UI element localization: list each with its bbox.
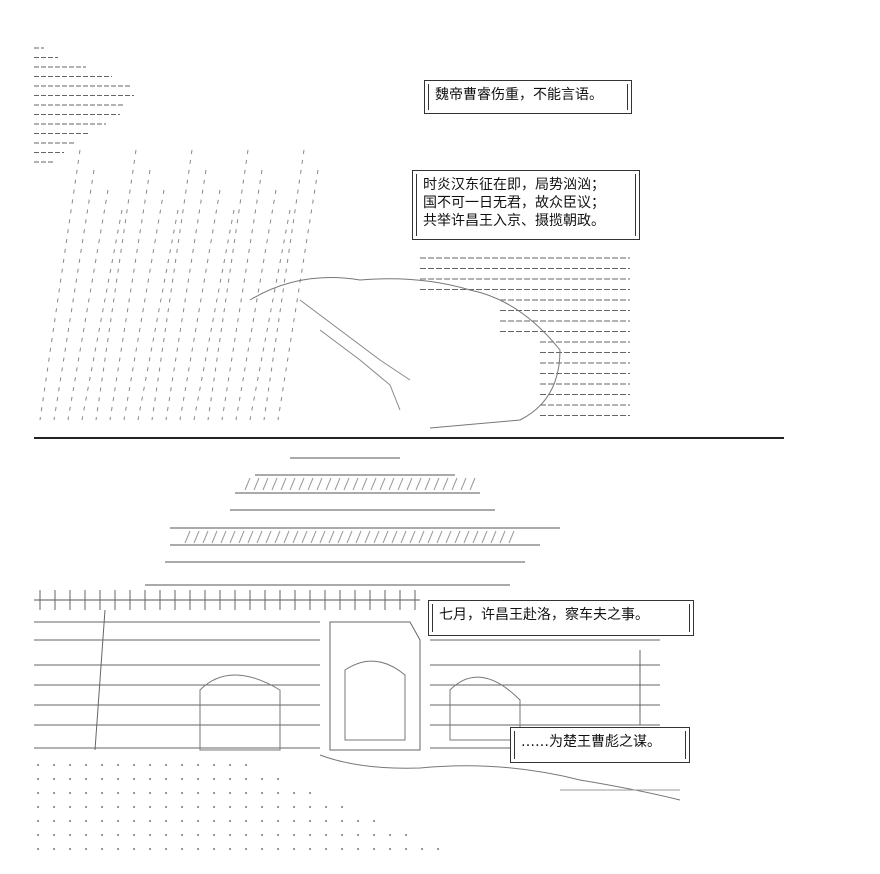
caption-box-3: 七月，许昌王赴洛，察车夫之事。 bbox=[428, 600, 694, 636]
caption-box-4: ……为楚王曹彪之谋。 bbox=[510, 727, 690, 763]
top-panel-art bbox=[34, 47, 630, 429]
caption-4-line-1: ……为楚王曹彪之谋。 bbox=[521, 734, 661, 750]
caption-3-line-1: 七月，许昌王赴洛，察车夫之事。 bbox=[439, 607, 649, 623]
caption-2-line-3: 共举许昌王入京、摄揽朝政。 bbox=[423, 213, 605, 229]
caption-box-2: 时炎汉东征在即，局势汹汹； 国不可一日无君，故众臣议； 共举许昌王入京、摄揽朝政… bbox=[412, 170, 640, 240]
caption-1-line-1: 魏帝曹睿伤重，不能言语。 bbox=[435, 87, 603, 103]
caption-2-line-1: 时炎汉东征在即，局势汹汹； bbox=[423, 177, 605, 193]
bottom-panel-art bbox=[34, 457, 681, 850]
panel-divider bbox=[34, 437, 784, 439]
caption-box-1: 魏帝曹睿伤重，不能言语。 bbox=[424, 80, 632, 114]
caption-2-line-2: 国不可一日无君，故众臣议； bbox=[423, 195, 605, 211]
